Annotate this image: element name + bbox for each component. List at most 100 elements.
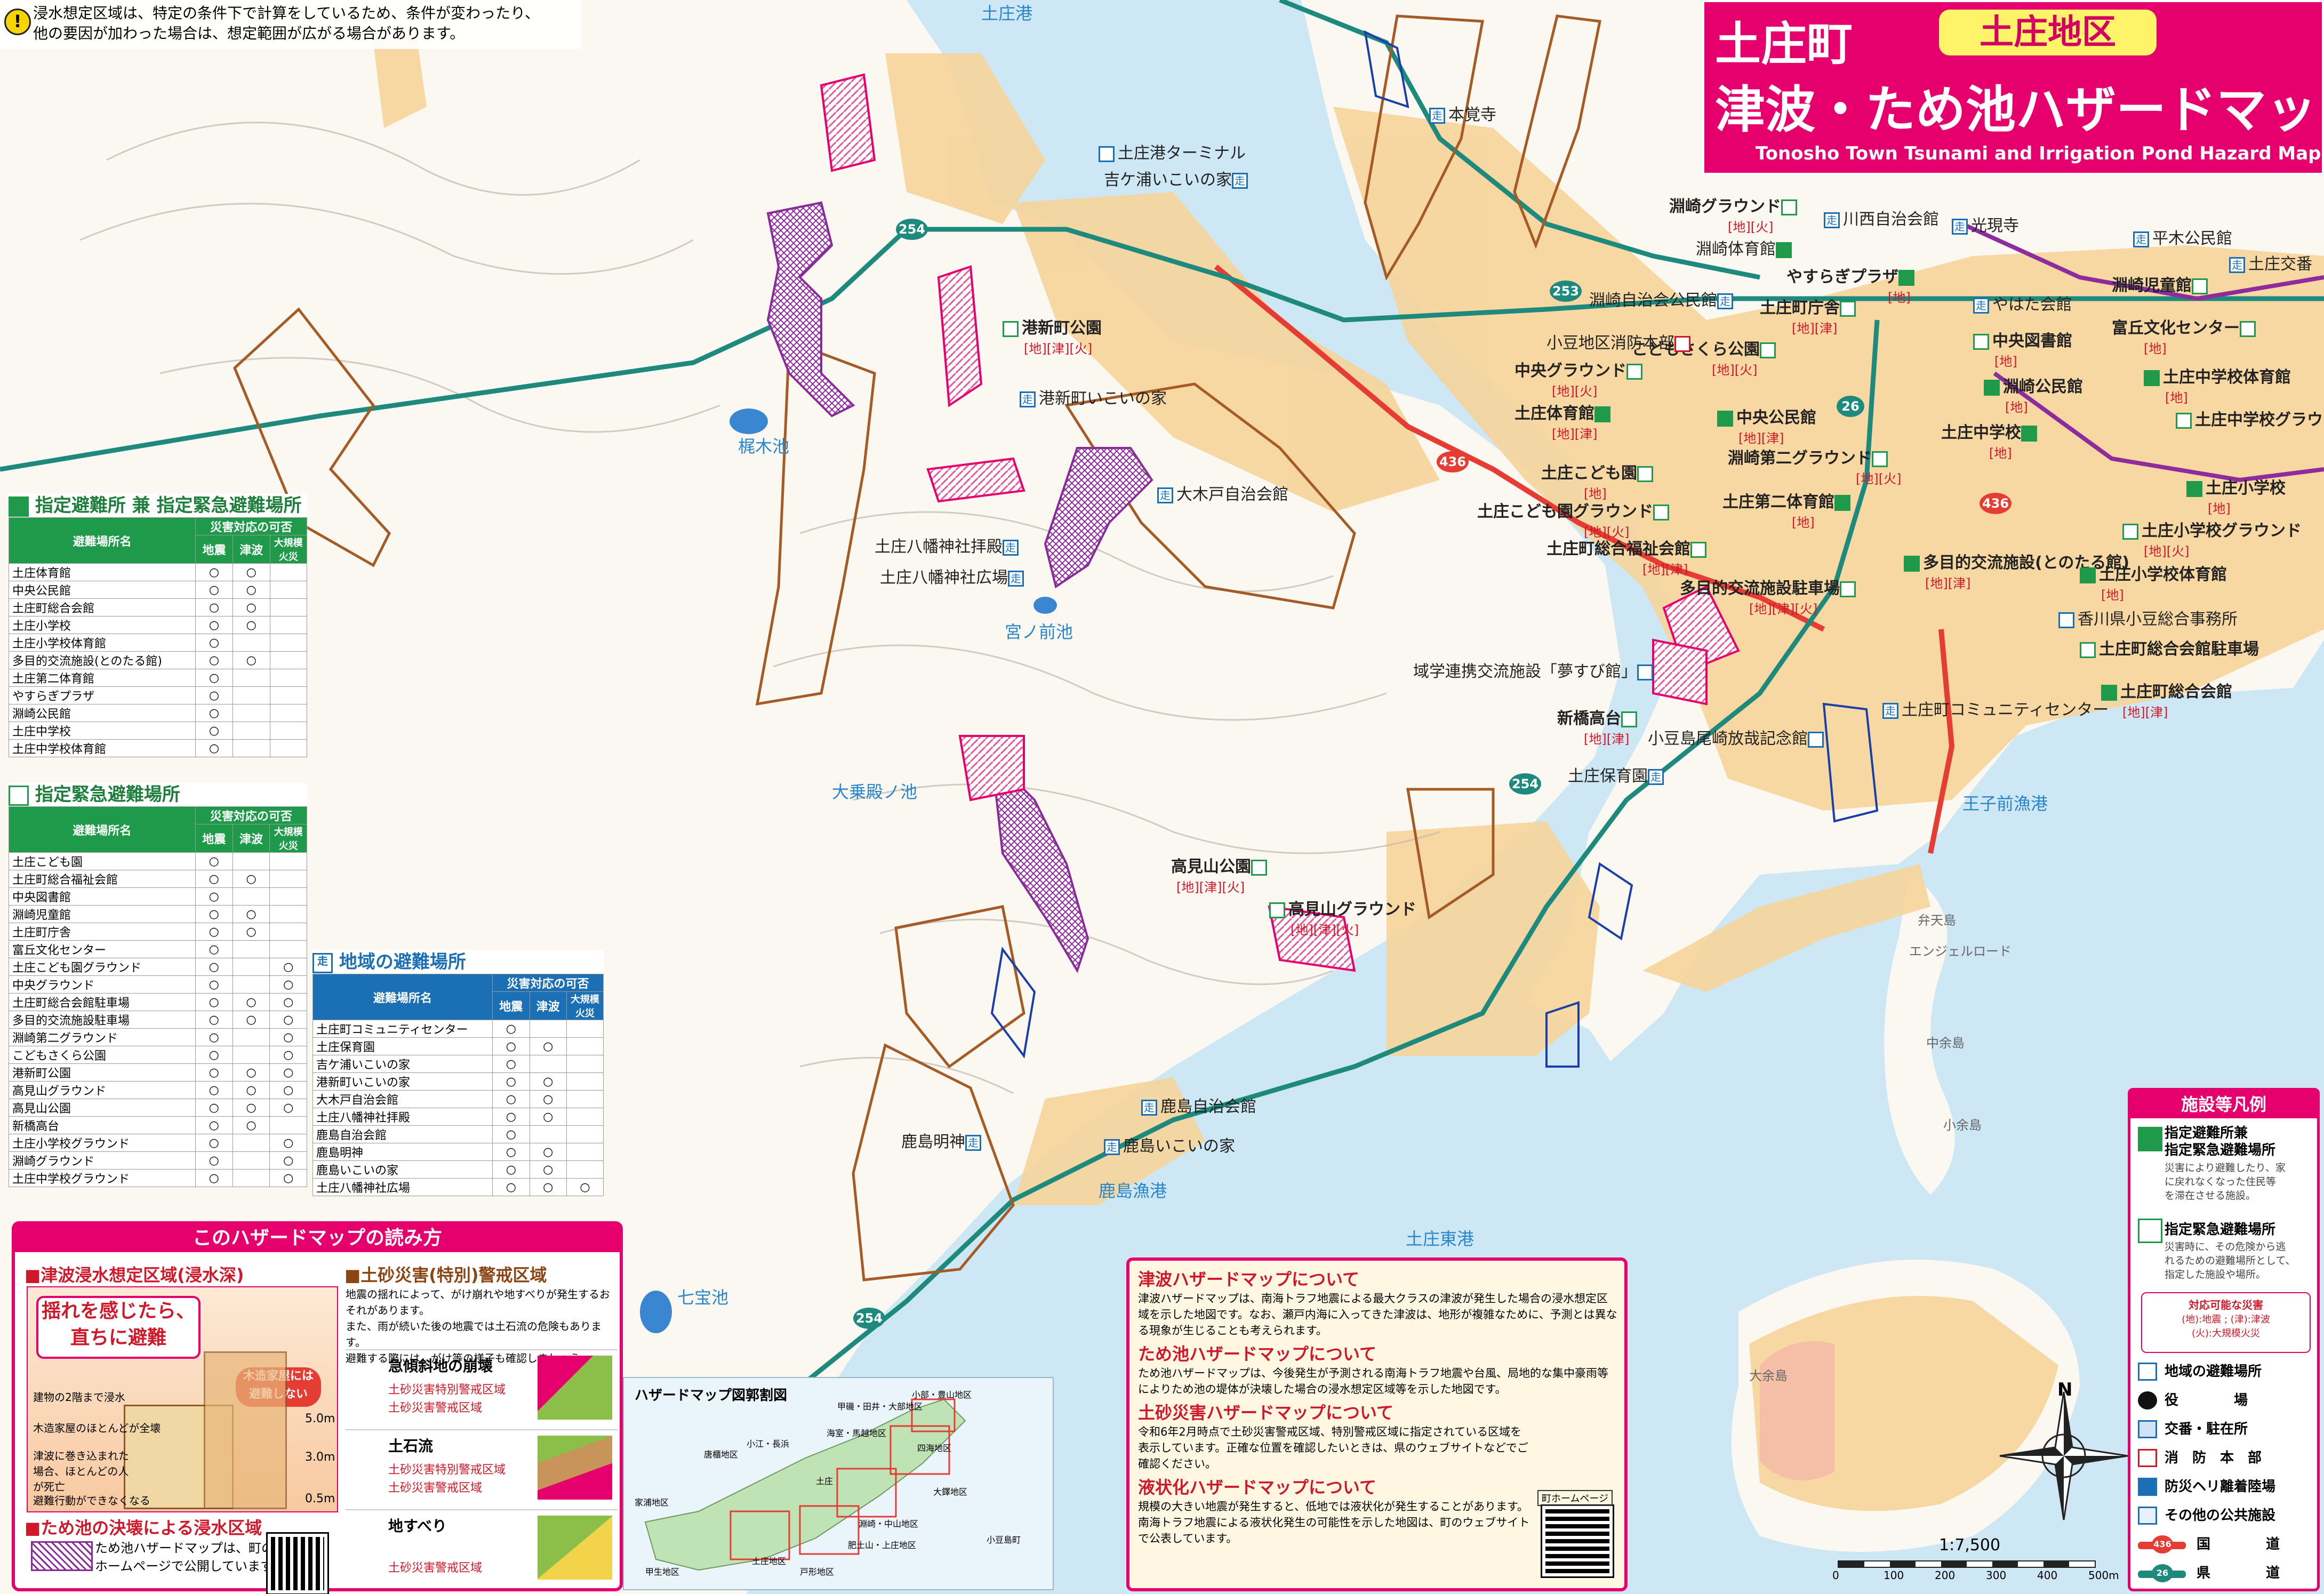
map-pin-sogo-parking[interactable]: 土庄町総合会館駐車場 [2080, 636, 2259, 659]
map-pin-tonosho-gym[interactable]: 土庄体育館[地][津] [1514, 400, 1614, 442]
map-pin-shinbashi[interactable]: 新橋高台[地][津] [1557, 705, 1640, 747]
map-pin-2nd-gym[interactable]: 土庄第二体育館[地] [1722, 488, 1854, 531]
map-pin-tonotaru-parking[interactable]: 多目的交流施設駐車場[地][津][火] [1680, 575, 1859, 617]
map-pin-fuchizaki-jichikai[interactable]: 淵崎自治会公民館走 [1589, 287, 1736, 310]
map-pin-tonosho-terminal[interactable]: 土庄港ターミナル [1099, 140, 1246, 163]
map-pin-elementary[interactable]: 土庄小学校[地] [2186, 475, 2286, 517]
emergency-shelter-icon [1872, 451, 1888, 467]
map-pin-yumusubi[interactable]: 域学連携交流施設「夢すび館」 [1413, 658, 1656, 682]
table-row: 高見山グラウンド○○○ [9, 1081, 307, 1099]
map-pin-fuchizaki-jidokan[interactable]: 淵崎児童館 [2112, 272, 2211, 295]
map-pin-jhs-ground[interactable]: 土庄中学校グラウンド [2176, 406, 2324, 430]
legend-label: 消 防 本 部 [2165, 1450, 2262, 1466]
pin-label: 土庄町総合会館 [2120, 683, 2232, 701]
map-pin-kodomoen[interactable]: 土庄こども園[地] [1541, 460, 1656, 502]
map-pin-hiraki[interactable]: 走平木公民館 [2133, 225, 2232, 249]
map-pin-central-ground[interactable]: 中央グラウンド[地][火] [1514, 357, 1646, 399]
map-pin-minatoshinmachi-park[interactable]: 港新町公園[地][津][火] [1003, 315, 1102, 357]
map-pin-kodomoen-ground[interactable]: 土庄こども園グラウンド[地][火] [1477, 498, 1672, 540]
compass-rose [1999, 1391, 2128, 1520]
table-row: 多目的交流施設駐車場○○○ [9, 1011, 307, 1029]
emergency-shelter-icon [9, 785, 29, 806]
map-pin-fuchizaki-ground[interactable]: 淵崎グラウンド[地][火] [1669, 193, 1800, 235]
map-pin-yasuragi[interactable]: やすらぎプラザ[地] [1786, 263, 1918, 306]
shelter-icon [1898, 269, 1914, 286]
availability-mark [269, 669, 308, 687]
sediment-item: 土砂災害特別警戒区域 [388, 1463, 506, 1477]
evacuee-icon: 走 [1020, 391, 1036, 407]
availability-mark: ○ [195, 581, 233, 599]
table-row: 土庄町総合福祉会館○○ [9, 870, 307, 888]
pin-label: 淵崎第二グラウンド [1728, 449, 1872, 468]
district-badge: 土庄地区 [1939, 10, 2157, 55]
map-pin-kashima-ikoi[interactable]: 走鹿島いこいの家 [1104, 1133, 1235, 1156]
availability-mark: ○ [269, 1011, 307, 1029]
pin-label: 港新町公園 [1022, 319, 1102, 338]
map-pin-community[interactable]: 走土庄町コミュニティセンター [1882, 696, 2109, 720]
map-pin-hachiman-hiroba[interactable]: 土庄八幡神社広場走 [880, 564, 1027, 588]
pin-label: 淵崎児童館 [2112, 276, 2192, 295]
map-pin-sogo-kaikan[interactable]: 土庄町総合会館[地][津] [2101, 678, 2232, 720]
road-number: 26 [2152, 1564, 2173, 1582]
map-pin-hoikuen[interactable]: 土庄保育園走 [1568, 763, 1667, 786]
map-pin-kagawa-office[interactable]: 香川県小豆総合事務所 [2058, 606, 2238, 629]
howto-panel: このハザードマップの読み方 ■津波浸水想定区域(浸水深) 揺れを感じたら、直ちに… [12, 1221, 623, 1594]
availability-mark [566, 1125, 604, 1143]
map-pin-kashima-myojin[interactable]: 鹿島明神走 [901, 1128, 984, 1152]
availability-mark [232, 1134, 270, 1152]
map-pin-welfare[interactable]: 土庄町総合福祉会館[地][津] [1546, 535, 1710, 578]
table-row: 淵崎グラウンド○○ [9, 1151, 307, 1170]
shelter-name: 多目的交流施設(とのたる館) [8, 651, 196, 669]
map-pin-kawanishi[interactable]: 走川西自治会館 [1824, 206, 1939, 229]
table-row: 中央公民館○○ [8, 581, 308, 599]
map-pin-fuchizaki-gym[interactable]: 淵崎体育館 [1696, 236, 1795, 259]
index-map-grid[interactable] [624, 1378, 1055, 1591]
map-pin-hachiman-haiden[interactable]: 土庄八幡神社拝殿走 [875, 533, 1022, 557]
availability-mark [269, 905, 307, 923]
map-pin-town-office[interactable]: 土庄町庁舎[地][津] [1760, 294, 1859, 337]
map-pin-takamiyama-ground[interactable]: 高見山グラウンド[地][津][火] [1269, 896, 1416, 938]
map-pin-tomioka[interactable]: 富丘文化センター[地] [2112, 315, 2259, 357]
map-pin-jhs[interactable]: 土庄中学校[地] [1941, 419, 2040, 461]
map-pin-jhs-gym[interactable]: 土庄中学校体育館[地] [2144, 364, 2291, 406]
table-row: 多目的交流施設(とのたる館)○○ [8, 651, 308, 669]
col-header: 地震 [195, 824, 233, 853]
availability-mark [269, 651, 308, 669]
col-header: 避難場所名 [9, 806, 196, 853]
availability-mark: ○ [195, 923, 233, 941]
availability-mark [566, 1055, 604, 1073]
map-pin-yoshigaura[interactable]: 吉ケ浦いこいの家走 [1104, 166, 1251, 190]
map-pin-fuchizaki-2nd[interactable]: 淵崎第二グラウンド[地][火] [1728, 445, 1901, 487]
sediment-item: 土砂災害警戒区域 [388, 1561, 483, 1575]
map-pin-elementary-gym[interactable]: 土庄小学校体育館[地] [2080, 561, 2227, 603]
qr-code[interactable] [266, 1532, 329, 1594]
map-pin-central-library[interactable]: 中央図書館[地] [1973, 327, 2072, 370]
map-pin-kodomo-sakura[interactable]: こどもさくら公園[地][火] [1632, 336, 1779, 378]
national-road-icon: 436 [2138, 1535, 2186, 1553]
map-pin-yahata[interactable]: 走やはた会館 [1973, 291, 2072, 315]
qr-code[interactable] [1541, 1504, 1614, 1578]
island-shippo [624, 1267, 694, 1408]
legend-title: 施設等凡例 [2130, 1091, 2317, 1118]
map-pin-fuchizaki-kominkan[interactable]: 淵崎公民館[地] [1984, 373, 2083, 415]
availability-mark [232, 704, 270, 722]
map-pin-ookido[interactable]: 走大木戸自治会館 [1157, 481, 1288, 504]
pin-tag: [地][火] [1728, 220, 1774, 235]
map-pin-central-kominkan[interactable]: 中央公民館[地][津] [1717, 404, 1816, 446]
map-pin-hosai[interactable]: 小豆島尾崎放哉記念館 [1648, 725, 1827, 749]
map-pin-kogenji[interactable]: 走光現寺 [1952, 212, 2019, 236]
pin-label: 鹿島明神 [901, 1133, 965, 1151]
sediment-type-name: 地すべり [388, 1517, 447, 1535]
map-pin-kashima-jichikai[interactable]: 走鹿島自治会館 [1141, 1093, 1256, 1117]
shelter-name: 中央図書館 [9, 887, 196, 906]
map-pin-minatoshinmachi-ikoi[interactable]: 走港新町いこいの家 [1020, 385, 1167, 408]
water-label: 梶木池 [738, 436, 790, 456]
map-pin-takamiyama-park[interactable]: 高見山公園[地][津][火] [1171, 853, 1270, 895]
map-pin-fire-hq[interactable]: 小豆地区消防本部 [1546, 330, 1694, 353]
depth-label: 5.0m [305, 1412, 335, 1425]
tsunami-depth-title: ■津波浸水想定区域(浸水深) [25, 1265, 244, 1285]
col-header: 地震 [492, 991, 530, 1020]
map-pin-koban[interactable]: 走土庄交番 [2229, 251, 2312, 274]
map-pin-hongakuji[interactable]: 走本覚寺 [1429, 101, 1496, 125]
map-pin-elementary-ground[interactable]: 土庄小学校グラウンド[地][火] [2122, 517, 2302, 559]
